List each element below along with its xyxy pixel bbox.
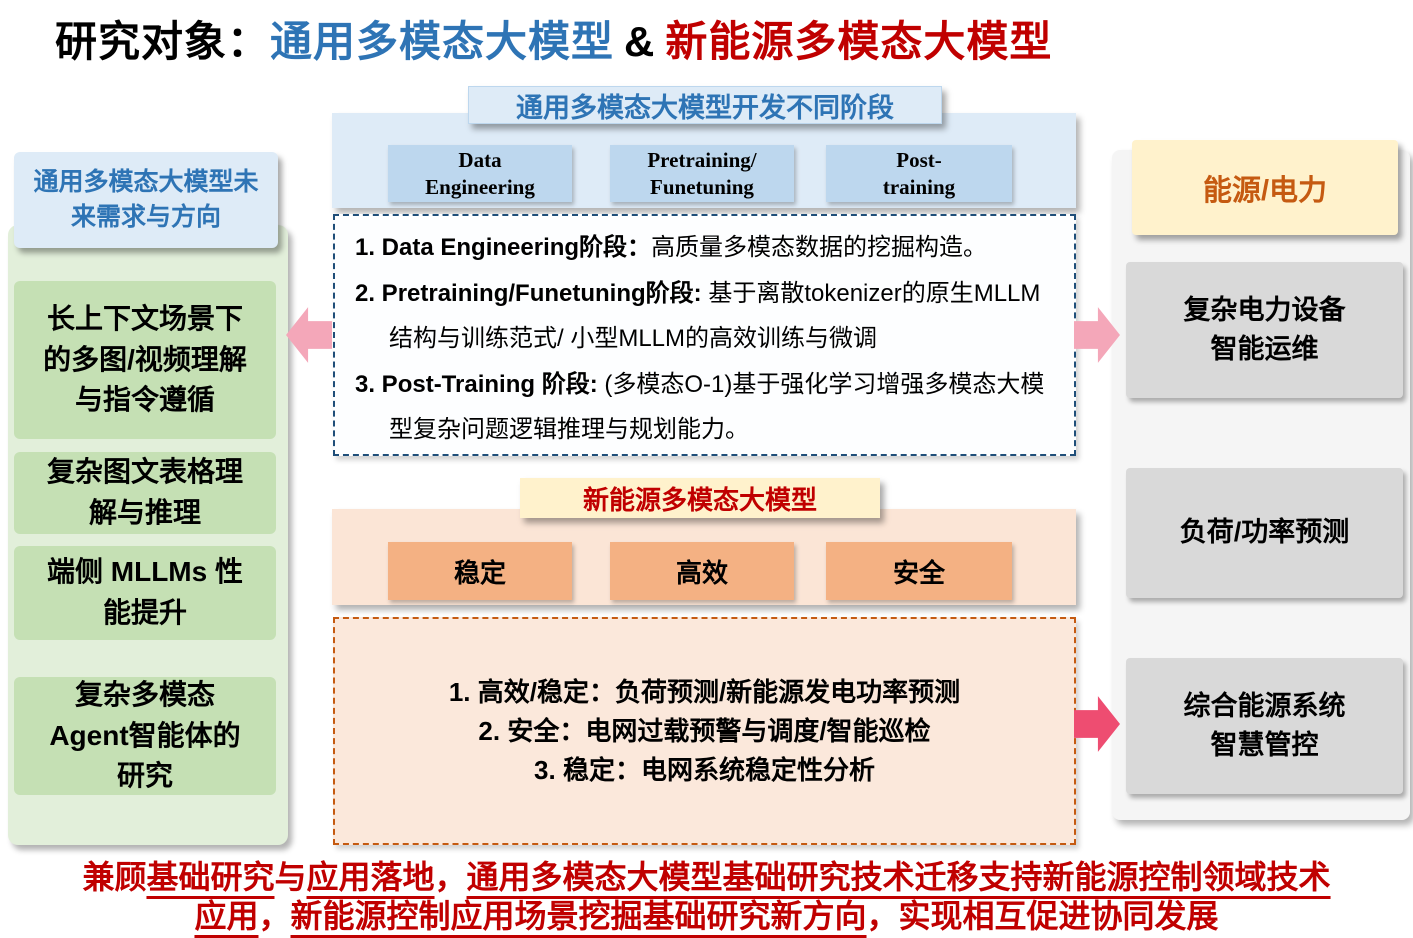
future-needs-header: 通用多模态大模型未 来需求与方向: [14, 152, 278, 248]
stage-post-training: Post- training: [826, 145, 1012, 202]
stage-pretraining-funetuning: Pretraining/ Funetuning: [610, 145, 794, 202]
footer-segment: ，: [434, 859, 467, 895]
detail-label: 2. Pretraining/Funetuning阶段:: [355, 279, 702, 307]
energy-power-header: 能源/电力: [1132, 140, 1398, 235]
energy-detail-forecast: 1. 高效/稳定：负荷预测/新能源发电功率预测: [448, 676, 961, 707]
detail-text: 高质量多模态数据的挖掘构造。: [651, 234, 988, 261]
detail-text: 基于离散tokenizer的原生MLLM结构与训练范式/ 小型MLLM的高效训练…: [389, 279, 1041, 353]
footer-segment: 与: [274, 859, 307, 895]
arrow-left-icon: [286, 307, 332, 363]
detail-label: 1. Data Engineering阶段：: [355, 234, 652, 261]
energy-model-details: 1. 高效/稳定：负荷预测/新能源发电功率预测 2. 安全：电网过载预警与调度/…: [333, 617, 1076, 845]
footer-segment: ，实现相互促进协同发展: [866, 898, 1219, 935]
future-need-item-agent: 复杂多模态 Agent智能体的 研究: [14, 677, 276, 795]
footer-segment: 基础研究: [146, 859, 275, 895]
detail-item-post-training: 3. Post-Training 阶段: (多模态O-1)基于强化学习增强多模态…: [355, 362, 1054, 453]
footer-line-1: 兼顾基础研究与应用落地，通用多模态大模型基础研究技术迁移支持新能源控制领域技术: [0, 858, 1413, 897]
footer-segment: ，: [258, 898, 291, 935]
page-title: 研究对象：通用多模态大模型&新能源多模态大模型: [55, 8, 1052, 69]
footer-segment: 兼顾: [82, 859, 147, 895]
general-stages-details: 1. Data Engineering阶段：高质量多模态数据的挖掘构造。 2. …: [333, 214, 1076, 456]
power-item-load-forecast: 负荷/功率预测: [1126, 468, 1403, 598]
detail-item-data-engineering: 1. Data Engineering阶段：高质量多模态数据的挖掘构造。: [355, 225, 1054, 271]
general-stages-banner: 通用多模态大模型开发不同阶段: [468, 86, 942, 124]
future-need-item-long-context: 长上下文场景下 的多图/视频理解 与指令遵循: [14, 281, 276, 439]
future-need-item-edge-mllms: 端侧 MLLMs 性 能提升: [14, 546, 276, 640]
footer-segment: 通用多模态大模型基础研究技术迁移支持新能源控制领域技术: [466, 859, 1331, 895]
power-item-equipment-ops: 复杂电力设备 智能运维: [1126, 262, 1403, 398]
title-general-model: 通用多模态大模型: [270, 18, 615, 65]
tag-safe: 安全: [826, 542, 1012, 600]
energy-detail-stability: 3. 稳定：电网系统稳定性分析: [534, 754, 875, 785]
footer-line-2: 应用，新能源控制应用场景挖掘基础研究新方向，实现相互促进协同发展: [0, 897, 1413, 936]
energy-detail-safety: 2. 安全：电网过载预警与调度/智能巡检: [478, 715, 931, 746]
tag-efficient: 高效: [610, 542, 794, 600]
footer-segment: 新能源控制应用场景挖掘基础研究新方向: [290, 898, 867, 935]
title-prefix: 研究对象：: [55, 18, 271, 65]
detail-label: 3. Post-Training 阶段:: [355, 370, 598, 398]
energy-model-banner: 新能源多模态大模型: [520, 478, 880, 518]
tag-stable: 稳定: [388, 542, 572, 600]
footer-segment: 应用: [194, 898, 259, 935]
detail-text: (多模态O-1)基于强化学习增强多模态大模型复杂问题逻辑推理与规划能力。: [389, 370, 1045, 444]
footer-summary: 兼顾基础研究与应用落地，通用多模态大模型基础研究技术迁移支持新能源控制领域技术 …: [0, 858, 1413, 936]
stage-data-engineering: Data Engineering: [388, 145, 572, 202]
detail-item-pretraining: 2. Pretraining/Funetuning阶段: 基于离散tokeniz…: [355, 271, 1054, 362]
future-need-item-table-reasoning: 复杂图文表格理 解与推理: [14, 452, 276, 534]
title-energy-model: 新能源多模态大模型: [665, 18, 1053, 65]
power-item-integrated-energy: 综合能源系统 智慧管控: [1126, 658, 1403, 794]
title-ampersand: &: [624, 18, 656, 65]
footer-segment: 应用落地: [306, 859, 435, 895]
